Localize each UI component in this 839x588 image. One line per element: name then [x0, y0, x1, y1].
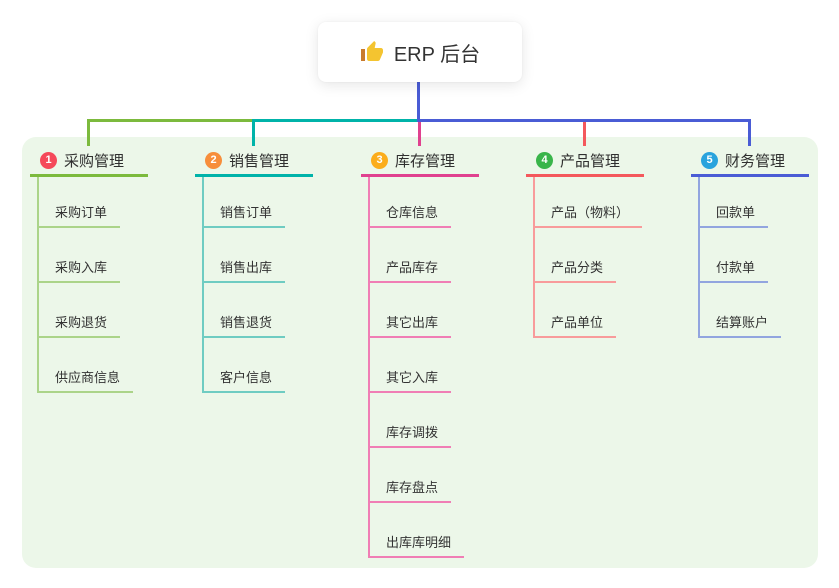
branch-item-label[interactable]: 结算账户 [698, 312, 782, 338]
branch-number-badge: 2 [205, 152, 222, 169]
connector-line [252, 119, 419, 122]
branch-number-badge: 3 [371, 152, 388, 169]
connector-line [202, 177, 204, 393]
branch-item: 结算账户 [698, 283, 782, 338]
branch-item: 销售订单 [202, 173, 286, 228]
branch-item-label[interactable]: 仓库信息 [368, 202, 452, 228]
root-title: ERP 后台 [393, 43, 481, 66]
connector-line [87, 119, 90, 146]
connector-line [418, 122, 421, 146]
connector-line [368, 177, 370, 558]
branch-item-label[interactable]: 库存盘点 [368, 477, 452, 503]
connector-line [37, 177, 39, 393]
branch-item: 销售出库 [202, 228, 286, 283]
branch-item: 其它入库 [368, 338, 464, 393]
branch-item: 仓库信息 [368, 173, 464, 228]
branch-header[interactable]: 4 产品管理 [526, 147, 644, 177]
branch-number-badge: 1 [40, 152, 57, 169]
connector-line [533, 177, 535, 338]
branch-label: 采购管理 [64, 153, 125, 170]
branch-item-label[interactable]: 客户信息 [202, 367, 286, 393]
connector-line [417, 82, 420, 122]
branch-item-label[interactable]: 产品（物料） [533, 202, 643, 228]
branch-item-label[interactable]: 供应商信息 [37, 367, 134, 393]
branch-item-label[interactable]: 库存调拨 [368, 422, 452, 448]
branch-item: 产品（物料） [533, 173, 643, 228]
branch-item: 其它出库 [368, 283, 464, 338]
branch-item-label[interactable]: 采购订单 [37, 202, 121, 228]
branch-item: 采购入库 [37, 228, 133, 283]
branch-item-label[interactable]: 销售订单 [202, 202, 286, 228]
branch-label: 销售管理 [229, 153, 290, 170]
branch-item-label[interactable]: 产品单位 [533, 312, 617, 338]
branch-label: 产品管理 [560, 153, 621, 170]
thumbs-up-icon [360, 40, 384, 64]
branch-number-badge: 5 [701, 152, 718, 169]
branch-item: 产品库存 [368, 228, 464, 283]
branch-item: 产品分类 [533, 228, 642, 283]
branch-item-label[interactable]: 采购退货 [37, 312, 121, 338]
branch-item-list: 仓库信息产品库存其它出库其它入库库存调拨库存盘点出库库明细 [368, 173, 465, 558]
branch-item: 库存调拨 [368, 393, 464, 448]
branch-number-badge: 4 [536, 152, 553, 169]
branch-item-list: 采购订单采购入库采购退货供应商信息 [37, 173, 134, 393]
branch-item: 采购退货 [37, 283, 133, 338]
branch-item-label[interactable]: 其它出库 [368, 312, 452, 338]
branch-item-label[interactable]: 销售出库 [202, 257, 286, 283]
branch-item-label[interactable]: 产品库存 [368, 257, 452, 283]
connector-line [698, 177, 700, 338]
branch-label: 库存管理 [395, 153, 456, 170]
branch-item: 销售退货 [202, 283, 286, 338]
branch-item: 产品单位 [533, 283, 642, 338]
branch-header[interactable]: 1 采购管理 [30, 147, 148, 177]
branch-item-list: 回款单付款单结算账户 [698, 173, 782, 338]
branches-panel [22, 137, 818, 568]
connector-line [417, 119, 751, 122]
branch-item-label[interactable]: 出库库明细 [368, 532, 465, 558]
connector-line [87, 119, 254, 122]
branch-item-list: 产品（物料） 产品分类产品单位 [533, 173, 643, 338]
branch-item-list: 销售订单销售出库销售退货客户信息 [202, 173, 286, 393]
branch-item-label[interactable]: 其它入库 [368, 367, 452, 393]
branch-item: 客户信息 [202, 338, 286, 393]
branch-item-label[interactable]: 采购入库 [37, 257, 121, 283]
connector-line [583, 122, 586, 146]
branch-header[interactable]: 2 销售管理 [195, 147, 313, 177]
branch-item-label[interactable]: 回款单 [698, 202, 769, 228]
branch-label: 财务管理 [725, 153, 786, 170]
branch-item: 付款单 [698, 228, 781, 283]
branch-header[interactable]: 3 库存管理 [361, 147, 479, 177]
connector-line [252, 119, 255, 146]
branch-item: 采购订单 [37, 173, 133, 228]
root-node[interactable]: ERP 后台 [318, 22, 522, 82]
branch-item: 出库库明细 [368, 503, 465, 558]
branch-header[interactable]: 5 财务管理 [691, 147, 809, 177]
branch-item: 回款单 [698, 173, 781, 228]
connector-line [748, 119, 751, 146]
branch-item-label[interactable]: 产品分类 [533, 257, 617, 283]
branch-item: 库存盘点 [368, 448, 464, 503]
branch-item-label[interactable]: 付款单 [698, 257, 769, 283]
branch-item: 供应商信息 [37, 338, 134, 393]
branch-item-label[interactable]: 销售退货 [202, 312, 286, 338]
